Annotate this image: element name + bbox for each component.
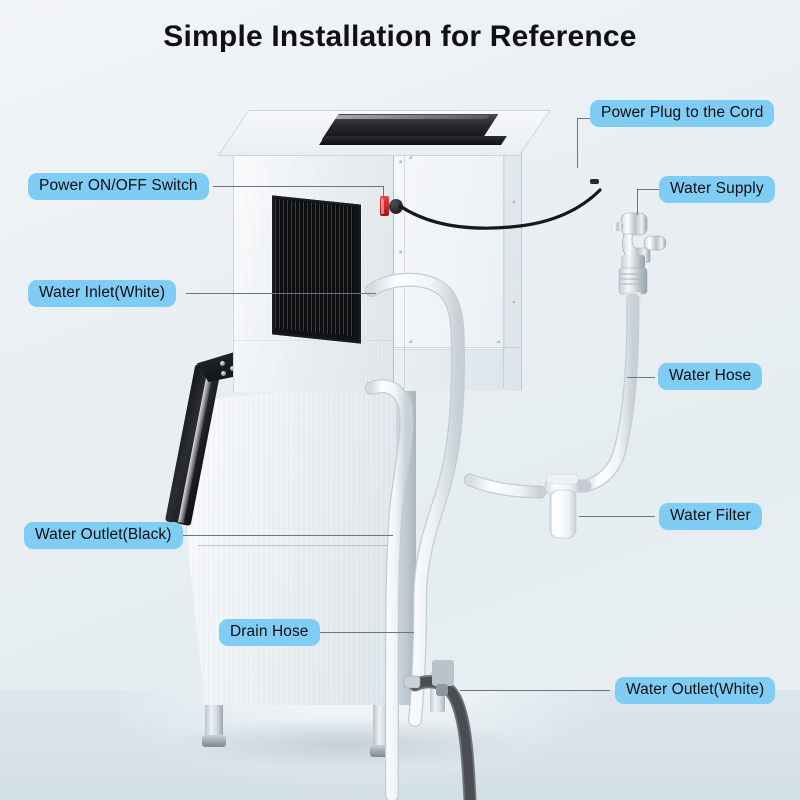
leader-water-inlet <box>186 293 376 294</box>
label-water-outlet-white[interactable]: Water Outlet(White) <box>615 677 776 705</box>
power-plug-prong <box>590 179 599 184</box>
leader-water-outlet-black <box>175 535 393 536</box>
leader-power-switch <box>213 186 383 187</box>
handle-screw-1 <box>220 361 225 366</box>
power-switch[interactable] <box>380 196 389 216</box>
leader-drain-hose <box>314 632 414 633</box>
drain-hose-graphic <box>403 675 477 800</box>
label-power-plug-to-the-cord[interactable]: Power Plug to the Cord <box>590 100 775 128</box>
leg-foot-front-left <box>202 735 226 747</box>
panel-seam-a <box>404 150 405 388</box>
leader-water-filter <box>579 516 655 517</box>
rivet-10 <box>512 300 515 303</box>
leader-power-plug-v <box>577 118 578 168</box>
panel-seam-b <box>503 152 504 388</box>
rivet-7 <box>497 340 500 343</box>
leader-water-outlet-white <box>460 690 610 691</box>
label-water-filter[interactable]: Water Filter <box>659 503 762 531</box>
bin-brushed-texture <box>186 380 396 705</box>
leader-water-hose <box>627 377 655 378</box>
label-water-inlet-white[interactable]: Water Inlet(White) <box>28 280 177 308</box>
leader-power-plug <box>577 118 591 119</box>
leader-water-supply-v <box>637 189 638 215</box>
upper-body-corner-seam <box>393 140 394 392</box>
power-cord <box>398 188 602 230</box>
label-drain-hose[interactable]: Drain Hose <box>219 619 320 647</box>
power-switch-highlight <box>381 198 384 214</box>
page-title: Simple Installation for Reference <box>163 20 637 53</box>
label-water-outlet-black[interactable]: Water Outlet(Black) <box>24 522 183 550</box>
ice-storage-bin <box>186 380 397 705</box>
label-water-hose[interactable]: Water Hose <box>658 363 763 391</box>
label-water-supply[interactable]: Water Supply <box>659 176 775 204</box>
bin-panel-seam <box>198 545 396 546</box>
water-hoses <box>365 272 640 800</box>
rivet-5 <box>409 340 412 343</box>
chrome-faucet <box>611 212 667 302</box>
panel-seam-d <box>233 340 393 341</box>
rivet-1 <box>399 160 402 163</box>
leader-water-supply <box>637 189 661 190</box>
cord-grommet <box>389 199 403 214</box>
rivet-4 <box>409 156 412 159</box>
rivet-3 <box>399 250 402 253</box>
label-power-on-off-switch[interactable]: Power ON/OFF Switch <box>28 173 209 201</box>
leader-power-switch-v <box>383 186 384 200</box>
handle-screw-2 <box>221 371 226 376</box>
inline-water-filter <box>544 473 580 539</box>
handle-screw-3 <box>230 366 235 371</box>
rivet-9 <box>512 200 515 203</box>
drain-port <box>432 660 454 696</box>
